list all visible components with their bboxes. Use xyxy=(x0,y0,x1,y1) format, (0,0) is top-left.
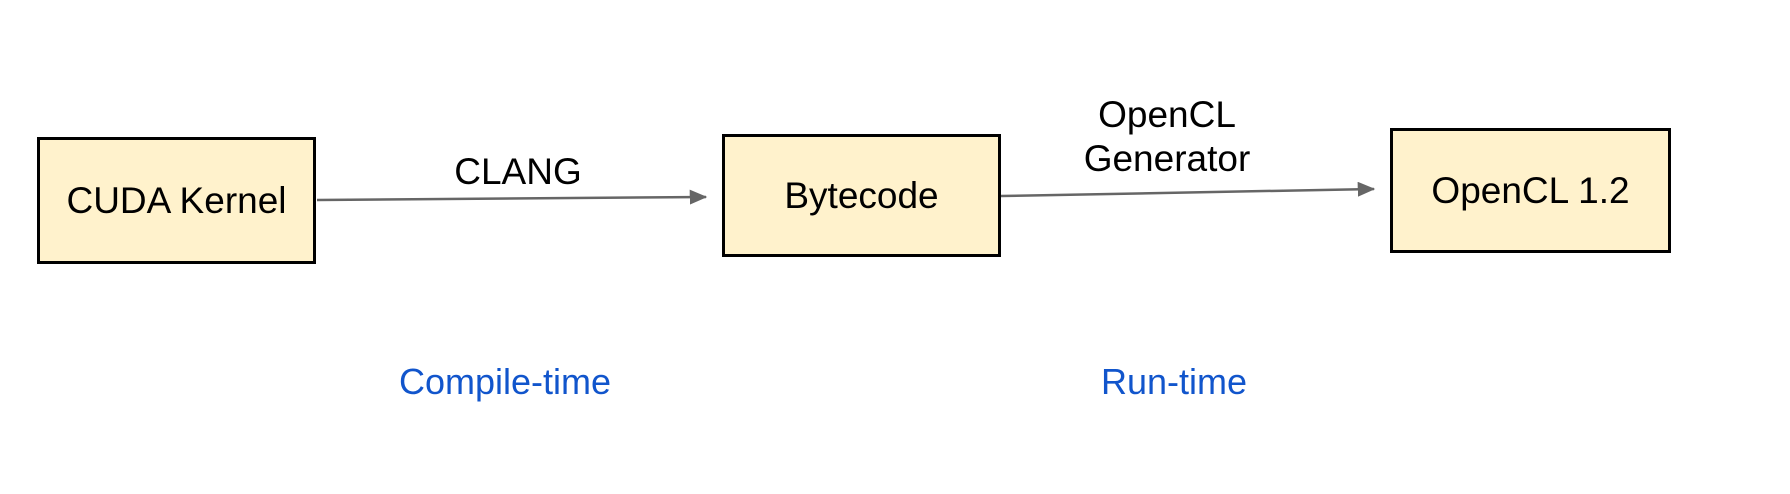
node-cuda-kernel-label: CUDA Kernel xyxy=(66,179,287,221)
node-opencl-12: OpenCL 1.2 xyxy=(1390,128,1671,253)
node-opencl-12-label: OpenCL 1.2 xyxy=(1431,169,1630,211)
node-cuda-kernel: CUDA Kernel xyxy=(37,137,316,264)
node-bytecode: Bytecode xyxy=(722,134,1001,257)
node-bytecode-label: Bytecode xyxy=(784,174,939,216)
edge-label-opencl-generator: OpenCL Generator xyxy=(1083,94,1251,179)
arrow-bytecode-to-opencl xyxy=(1000,181,1376,198)
phase-label-run-time: Run-time xyxy=(1100,361,1248,402)
arrow-cuda-to-bytecode xyxy=(316,189,708,205)
edge-label-clang: CLANG xyxy=(454,151,582,192)
phase-label-compile-time: Compile-time xyxy=(398,361,612,402)
